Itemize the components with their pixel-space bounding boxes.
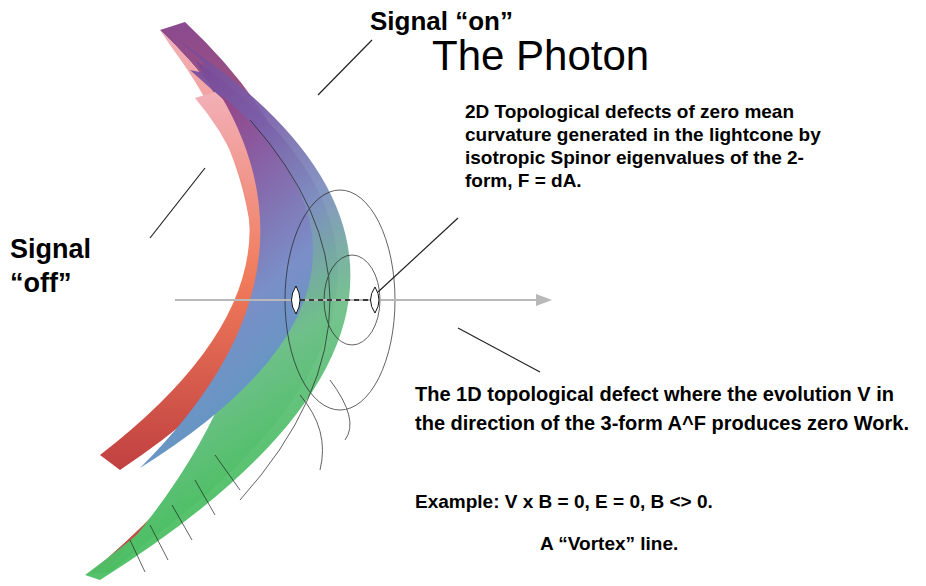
- signal-label: Signal “on”: [370, 6, 690, 36]
- leader-lines: [150, 40, 540, 372]
- defect-point: [371, 287, 380, 313]
- signal-off-shell: [140, 94, 313, 468]
- defect-point: [292, 286, 301, 314]
- annotation-note: 2D Topological defects of zero mean curv…: [465, 100, 837, 192]
- axis-arrowhead: [536, 294, 552, 306]
- example-note: Example: V x B = 0, E = 0, B <> 0.: [415, 490, 920, 514]
- signal-on-shell: [85, 38, 350, 580]
- annotation-note: The 1D topological defect where the evol…: [415, 380, 920, 438]
- diagram-title: The Photon: [432, 32, 912, 80]
- contour-lines: [130, 120, 395, 572]
- signal-on-face: [105, 60, 338, 572]
- vortex-line: [300, 299, 372, 301]
- vortex-label: A “Vortex” line.: [540, 532, 920, 556]
- signal-label: Signal “off”: [10, 232, 135, 300]
- propagation-axis: [175, 299, 545, 301]
